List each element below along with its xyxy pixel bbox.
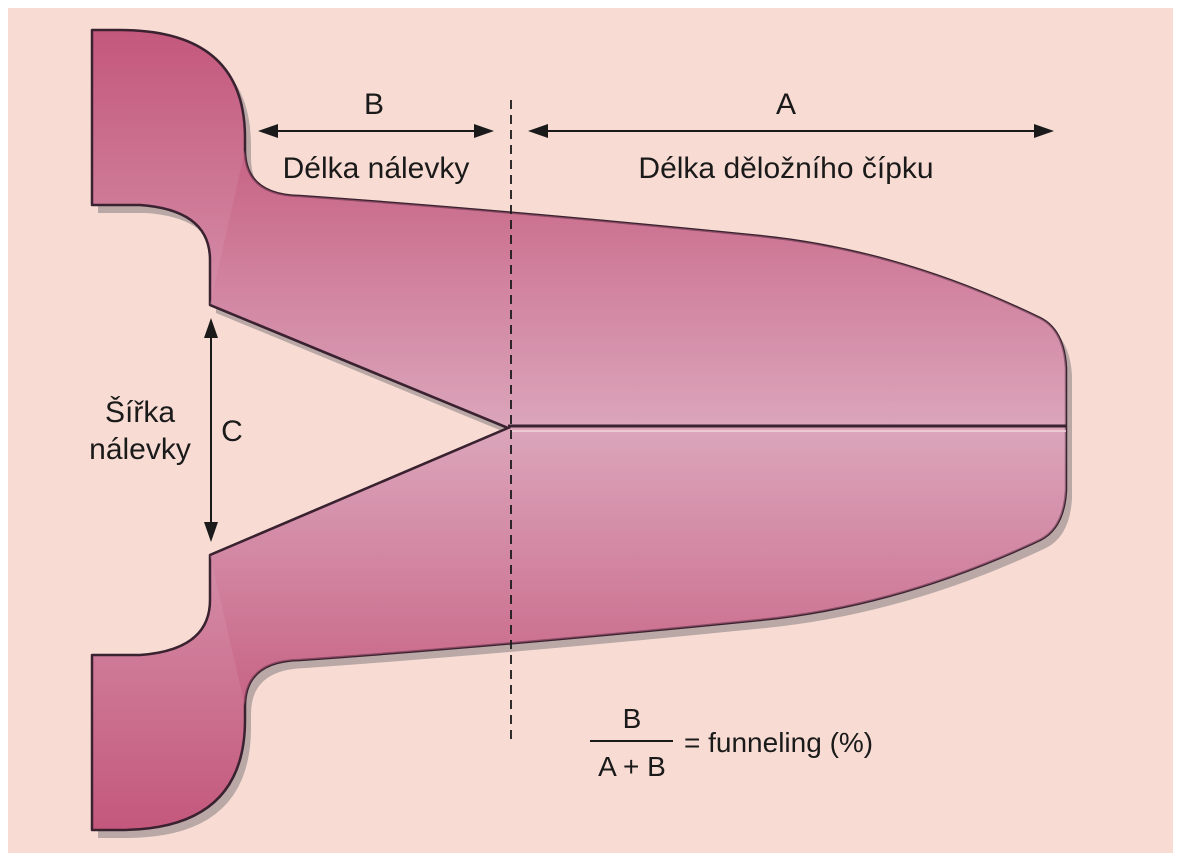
caption-funnel-width-line2: nálevky xyxy=(89,433,191,466)
caption-funnel-width-line1: Šířka xyxy=(105,395,175,429)
formula-denominator: A + B xyxy=(598,751,666,782)
label-b: B xyxy=(364,88,384,121)
caption-funnel-length: Délka nálevky xyxy=(283,152,470,185)
label-a: A xyxy=(776,88,796,121)
caption-cervix-length: Délka děložního čípku xyxy=(638,152,933,185)
label-c: C xyxy=(221,415,243,448)
formula-numerator: B xyxy=(623,703,642,734)
formula-result: = funneling (%) xyxy=(684,727,873,758)
